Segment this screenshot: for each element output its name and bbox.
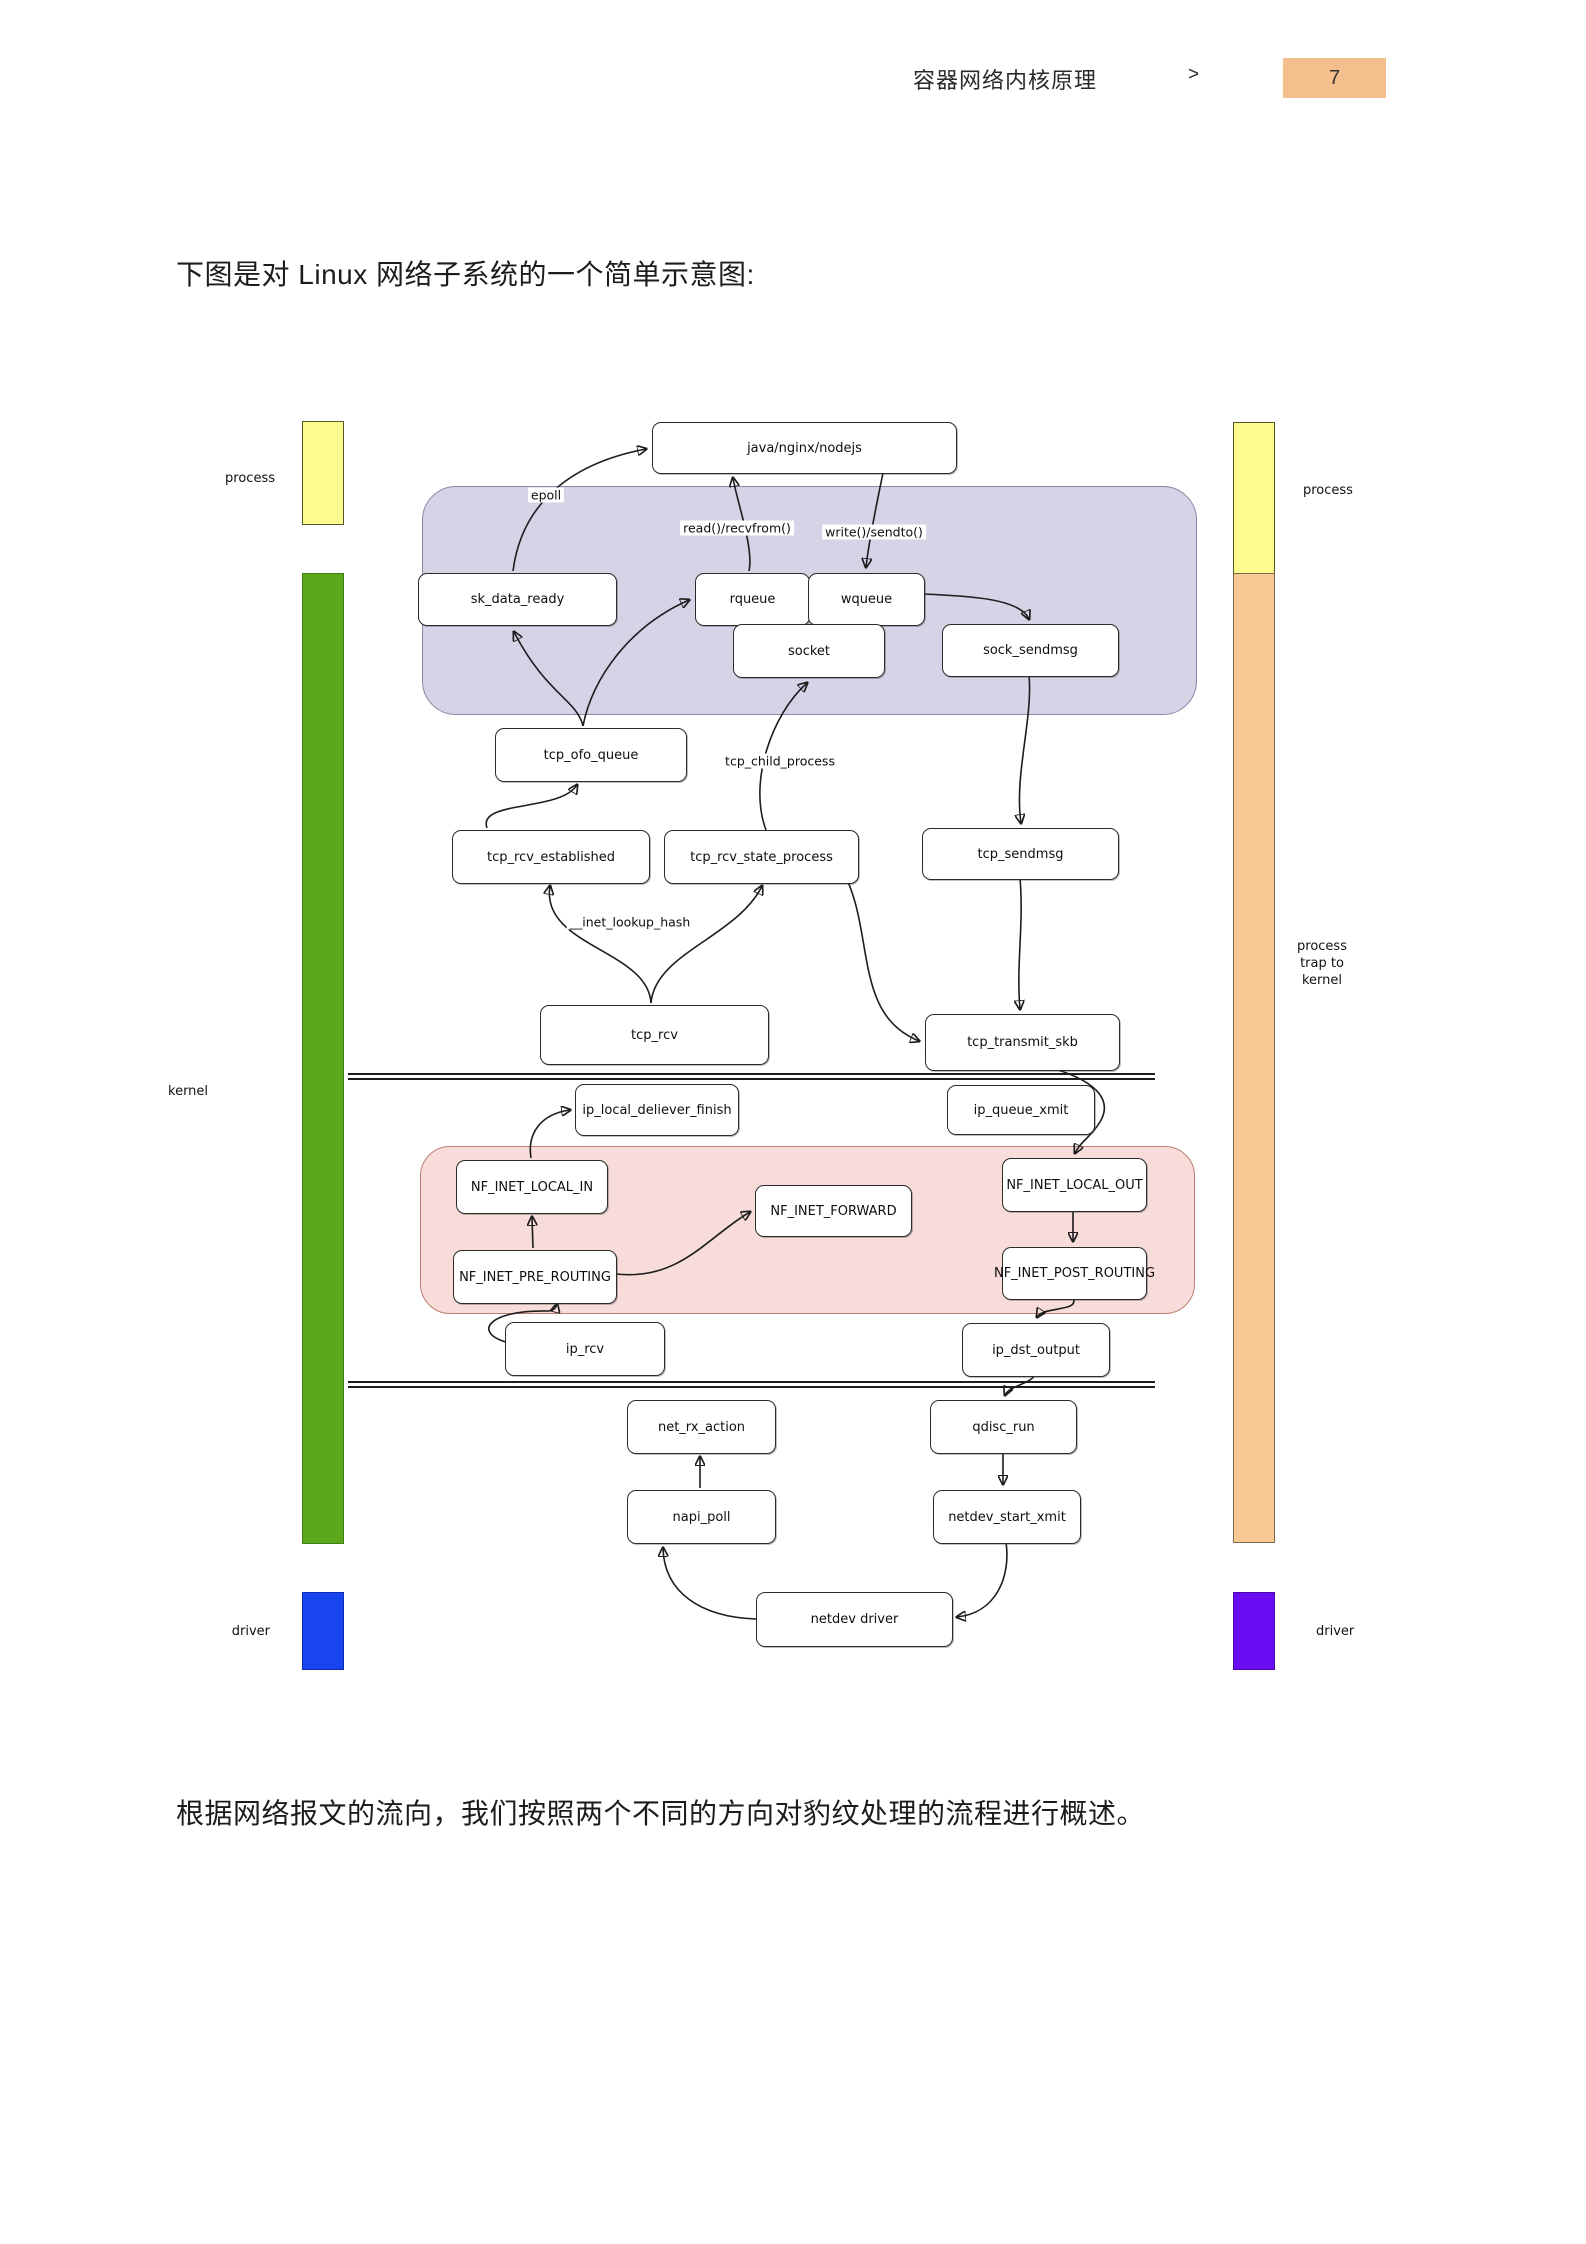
node-ip-rcv: ip_rcv bbox=[505, 1322, 665, 1376]
node-tcp-ofo-queue: tcp_ofo_queue bbox=[495, 728, 687, 782]
edge-dst-output-to-qdisc-run bbox=[1005, 1374, 1036, 1395]
page-title: 容器网络内核原理 bbox=[913, 68, 1098, 93]
node-java-nginx-nodejs: java/nginx/nodejs bbox=[652, 422, 957, 474]
edge-established-to-ofo-queue bbox=[485, 785, 577, 829]
node-wqueue: wqueue bbox=[808, 573, 925, 626]
legend-process-trap-right: process trap to kernel bbox=[1297, 939, 1347, 988]
node-nf-inet-local-in: NF_INET_LOCAL_IN bbox=[456, 1160, 608, 1214]
node-tcp-transmit-skb: tcp_transmit_skb bbox=[925, 1014, 1120, 1071]
page-number-badge: 7 bbox=[1283, 58, 1386, 98]
node-napi-poll: napi_poll bbox=[627, 1490, 776, 1544]
node-nf-inet-local-out: NF_INET_LOCAL_OUT bbox=[1002, 1158, 1147, 1212]
legend-driver-left: driver bbox=[231, 1624, 270, 1639]
label-epoll: epoll bbox=[527, 487, 565, 503]
outro-paragraph: 根据网络报文的流向，我们按照两个不同的方向对豹纹处理的流程进行概述。 bbox=[176, 1798, 1146, 1829]
node-net-rx-action: net_rx_action bbox=[627, 1400, 776, 1454]
legend-driver-right: driver bbox=[1316, 1624, 1355, 1639]
label-write-sendto: write()/sendto() bbox=[822, 524, 926, 540]
intro-paragraph: 下图是对 Linux 网络子系统的一个简单示意图: bbox=[176, 259, 755, 290]
kernel-bar-left bbox=[302, 573, 344, 1544]
breadcrumb-chevron: > bbox=[1188, 64, 1200, 85]
node-ip-local-deliever-finish: ip_local_deliever_finish bbox=[575, 1084, 739, 1136]
node-netdev-start-xmit: netdev_start_xmit bbox=[933, 1490, 1081, 1544]
edge-tcp-sendmsg-to-transmit-skb bbox=[1019, 877, 1021, 1009]
node-sk-data-ready: sk_data_ready bbox=[418, 573, 617, 626]
node-rqueue: rqueue bbox=[695, 573, 810, 626]
edge-state-process-to-transmit-skb bbox=[847, 881, 919, 1041]
node-socket: socket bbox=[733, 624, 885, 678]
node-tcp-sendmsg: tcp_sendmsg bbox=[922, 828, 1119, 880]
label-read-recvfrom: read()/recvfrom() bbox=[680, 520, 794, 536]
edge-tcp-rcv-to-established bbox=[549, 886, 652, 1004]
legend-process-left: process bbox=[225, 471, 275, 486]
edge-tcp-rcv-to-state-process bbox=[650, 886, 762, 1004]
edge-start-xmit-to-netdev-driver bbox=[957, 1541, 1008, 1617]
node-tcp-rcv-established: tcp_rcv_established bbox=[452, 830, 650, 884]
process-trap-bar-right bbox=[1233, 573, 1275, 1543]
node-sock-sendmsg: sock_sendmsg bbox=[942, 624, 1119, 677]
node-nf-inet-post-routing: NF_INET_POST_ROUTING bbox=[994, 1247, 1155, 1300]
label-inet-lookup-hash: __inet_lookup_hash bbox=[566, 914, 694, 930]
node-ip-dst-output: ip_dst_output bbox=[962, 1323, 1110, 1377]
node-nf-inet-forward: NF_INET_FORWARD bbox=[755, 1185, 912, 1237]
legend-kernel-left: kernel bbox=[168, 1084, 209, 1099]
legend-process-right: process bbox=[1303, 483, 1353, 498]
label-tcp-child-process: tcp_child_process bbox=[722, 753, 838, 769]
node-tcp-rcv: tcp_rcv bbox=[540, 1005, 769, 1065]
driver-bar-right bbox=[1233, 1592, 1275, 1670]
node-ip-queue-xmit: ip_queue_xmit bbox=[947, 1085, 1095, 1135]
edge-netdev-driver-to-napi-poll bbox=[663, 1548, 757, 1620]
process-bar-right bbox=[1233, 422, 1275, 575]
node-nf-inet-pre-routing: NF_INET_PRE_ROUTING bbox=[453, 1250, 617, 1304]
node-netdev-driver: netdev driver bbox=[756, 1592, 953, 1647]
node-tcp-rcv-state-process: tcp_rcv_state_process bbox=[664, 830, 859, 884]
driver-bar-left bbox=[302, 1592, 344, 1670]
process-bar-left bbox=[302, 421, 344, 525]
node-qdisc-run: qdisc_run bbox=[930, 1400, 1077, 1454]
